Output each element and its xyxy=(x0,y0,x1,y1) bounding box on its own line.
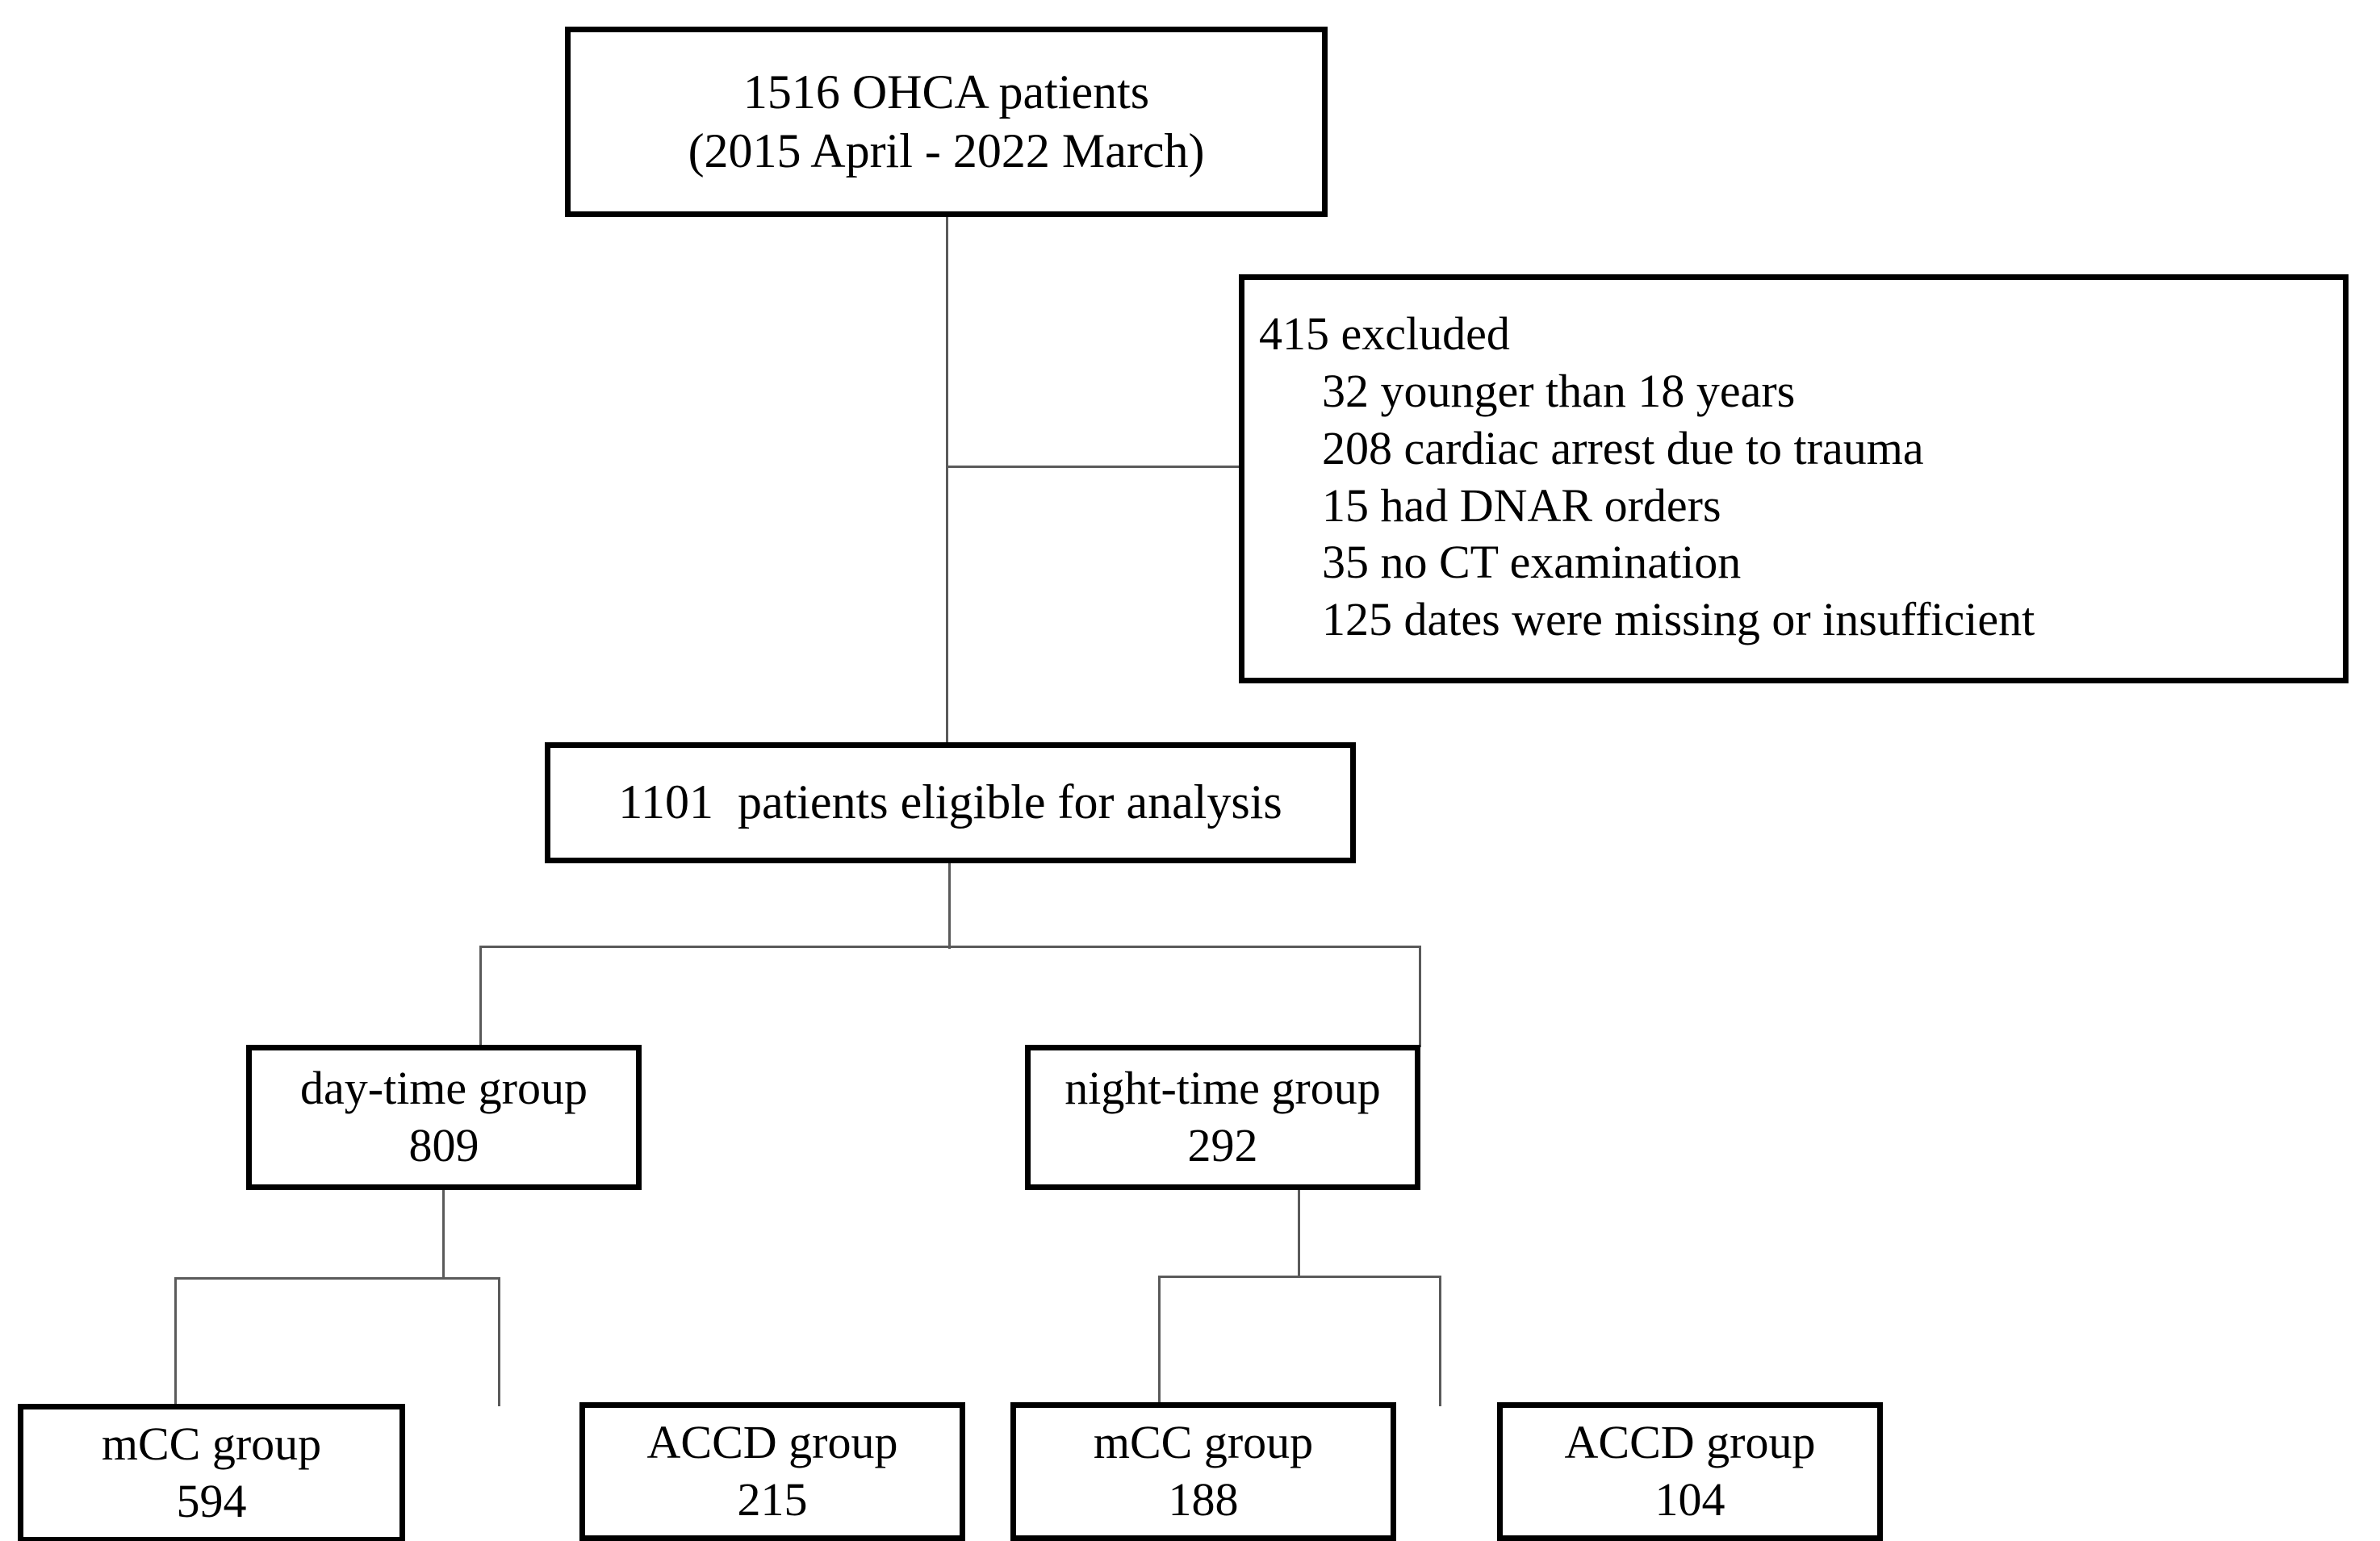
night-time-accd-group-box: ACCD group 104 xyxy=(1497,1402,1883,1541)
night-time-accd-group-count: 104 xyxy=(1654,1473,1725,1526)
connector-to-day-accd xyxy=(498,1277,500,1406)
day-time-mcc-group-count: 594 xyxy=(176,1475,247,1527)
day-time-group-count: 809 xyxy=(408,1119,479,1171)
day-time-accd-group-box: ACCD group 215 xyxy=(579,1402,965,1541)
night-time-group-box: night-time group 292 xyxy=(1025,1045,1420,1190)
day-time-mcc-group-label: mCC group xyxy=(101,1418,322,1471)
night-time-accd-group-label: ACCD group xyxy=(1564,1416,1816,1469)
day-time-mcc-group-box: mCC group 594 xyxy=(18,1404,405,1541)
connector-to-night-group xyxy=(1419,946,1421,1047)
connector-to-night-accd xyxy=(1439,1276,1441,1406)
connector-eligible-stem xyxy=(948,860,951,949)
day-time-accd-group-label: ACCD group xyxy=(646,1416,898,1469)
day-time-group-box: day-time group 809 xyxy=(246,1045,642,1190)
exclusion-reason-age: 32 younger than 18 years xyxy=(1322,365,1796,417)
connector-to-day-mcc xyxy=(174,1277,177,1406)
excluded-patients-box: 415 excluded 32 younger than 18 years 20… xyxy=(1239,274,2349,683)
day-time-accd-group-count: 215 xyxy=(737,1473,808,1526)
night-time-mcc-group-count: 188 xyxy=(1168,1473,1239,1526)
source-population-line1: 1516 OHCA patients xyxy=(742,65,1150,119)
connector-night-stem xyxy=(1298,1186,1300,1277)
exclusion-reason-dnar: 15 had DNAR orders xyxy=(1322,478,1721,532)
night-time-group-label: night-time group xyxy=(1065,1062,1381,1115)
exclusion-reason-missing-dates: 125 dates were missing or insufficient xyxy=(1322,593,2035,645)
eligible-patients-label: 1101 patients eligible for analysis xyxy=(618,775,1282,829)
eligible-patients-box: 1101 patients eligible for analysis xyxy=(545,742,1356,863)
exclusion-reason-trauma: 208 cardiac arrest due to trauma xyxy=(1322,421,1924,474)
excluded-heading: 415 excluded xyxy=(1259,307,1510,361)
connector-source-to-eligible xyxy=(946,215,948,747)
connector-day-stem xyxy=(442,1186,445,1279)
connector-night-split-bar xyxy=(1158,1276,1441,1278)
connector-day-split-bar xyxy=(174,1277,500,1280)
source-population-box: 1516 OHCA patients (2015 April - 2022 Ma… xyxy=(565,27,1328,217)
source-population-line2: (2015 April - 2022 March) xyxy=(688,124,1205,177)
night-time-group-count: 292 xyxy=(1187,1119,1258,1171)
connector-to-day-group xyxy=(479,946,482,1047)
connector-group-split-bar xyxy=(479,946,1421,948)
exclusion-reason-no-ct: 35 no CT examination xyxy=(1322,536,1742,589)
connector-exclusion-branch xyxy=(946,466,1241,468)
night-time-mcc-group-label: mCC group xyxy=(1093,1416,1314,1469)
connector-to-night-mcc xyxy=(1158,1276,1161,1406)
day-time-group-label: day-time group xyxy=(300,1062,588,1115)
night-time-mcc-group-box: mCC group 188 xyxy=(1010,1402,1396,1541)
